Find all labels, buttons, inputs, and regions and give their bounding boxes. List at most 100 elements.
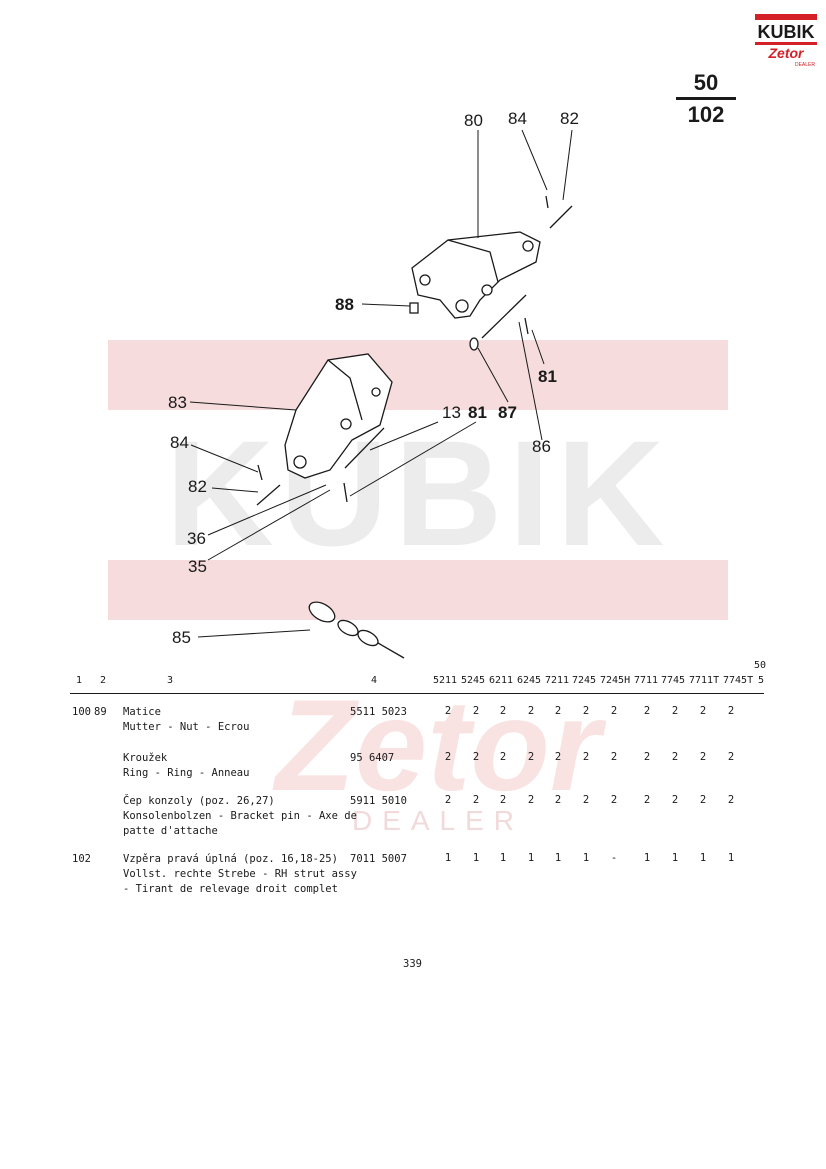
bracket-pin-86 [481, 294, 527, 339]
split-pin-81-upper [524, 317, 529, 335]
exploded-parts-diagram: 80 84 82 88 81 83 13 81 87 84 86 82 36 3… [168, 109, 579, 659]
row-4-qty: 1 [582, 852, 590, 864]
model-7211: 7211 [545, 675, 570, 686]
row-4-qty: - [610, 852, 618, 864]
row-1-qty: 2 [582, 705, 590, 717]
row-1-pos: 100 [72, 706, 91, 718]
row-4-qty: 1 [472, 852, 480, 864]
row-2-desc-2: Ring - Ring - Anneau [123, 767, 250, 779]
row-2-qty: 2 [699, 751, 707, 763]
callout-85: 85 [172, 628, 191, 647]
callout-84-lower: 84 [170, 433, 189, 452]
model-7745: 7745 [661, 675, 686, 686]
callout-36: 36 [187, 529, 206, 548]
page-reference: 50 102 [676, 70, 736, 128]
model-5245: 5245 [461, 675, 486, 686]
callout-35: 35 [188, 557, 207, 576]
header-rule [70, 693, 764, 694]
row-1-qty: 2 [643, 705, 651, 717]
kubik-zetor-logo: KUBIK Zetor DEALER [755, 14, 817, 68]
row-4-qty: 1 [643, 852, 651, 864]
svg-text:KUBIK: KUBIK [166, 409, 671, 577]
callout-84: 84 [508, 109, 527, 128]
row-4-qty: 1 [444, 852, 452, 864]
model-6211: 6211 [489, 675, 514, 686]
row-2-qty: 2 [472, 751, 480, 763]
chain-85 [308, 601, 405, 659]
callout-82-lower: 82 [188, 477, 207, 496]
row-3-qty: 2 [444, 794, 452, 806]
row-3-qty: 2 [610, 794, 618, 806]
bracket-pin-13 [344, 427, 385, 469]
col-label-1: 1 [76, 675, 83, 686]
row-3-qty: 2 [472, 794, 480, 806]
ring-87 [469, 337, 479, 351]
row-4-desc-2: Vollst. rechte Strebe - RH strut assy [123, 868, 357, 880]
row-3-desc-1: Čep konzoly (poz. 26,27) [123, 795, 275, 807]
split-pin-84-upper [545, 195, 549, 209]
callout-13: 13 [442, 403, 461, 422]
row-3-qty: 2 [527, 794, 535, 806]
row-3-part-number: 5911 5010 [350, 795, 407, 807]
model-7711T: 7711T [689, 675, 720, 686]
callout-82: 82 [560, 109, 579, 128]
col-label-4: 4 [371, 675, 378, 686]
callout-88: 88 [335, 295, 354, 314]
row-1-sub: 89 [94, 706, 107, 718]
pin-82-upper [549, 205, 573, 229]
row-1-qty: 2 [527, 705, 535, 717]
model-7745T: 7745T [723, 675, 754, 686]
row-4-qty: 1 [671, 852, 679, 864]
callout-86: 86 [532, 437, 551, 456]
row-1-qty: 2 [554, 705, 562, 717]
svg-text:DEALER: DEALER [352, 805, 524, 836]
col-label-2: 2 [100, 675, 107, 686]
lower-bracket-part [284, 353, 393, 479]
row-3-qty: 2 [643, 794, 651, 806]
split-pin-81-lower [343, 482, 348, 503]
row-2-qty: 2 [444, 751, 452, 763]
row-4-desc-1: Vzpěra pravá úplná (poz. 16,18-25) [123, 853, 338, 865]
row-2-qty: 2 [727, 751, 735, 763]
row-2-part-number: 95 6407 [350, 752, 395, 764]
upper-bracket-part [411, 231, 541, 319]
row-1-qty: 2 [610, 705, 618, 717]
row-2-desc-1: Kroužek [123, 752, 168, 764]
svg-text:Zetor: Zetor [768, 45, 806, 61]
row-2-qty: 2 [671, 751, 679, 763]
callout-80: 80 [464, 111, 483, 130]
callout-81: 81 [538, 367, 557, 386]
row-1-desc-2: Mutter - Nut - Ecrou [123, 721, 250, 733]
row-1-qty: 2 [444, 705, 452, 717]
row-2-qty: 2 [610, 751, 618, 763]
kubik-watermark: KUBIK Zetor DEALER [108, 340, 728, 836]
row-2-qty: 2 [582, 751, 590, 763]
row-1-qty: 2 [671, 705, 679, 717]
row-3-desc-2: Konsolenbolzen - Bracket pin - Axe de [123, 810, 357, 822]
model-7711: 7711 [634, 675, 659, 686]
callout-81-lower: 81 [468, 403, 487, 422]
row-3-qty: 2 [499, 794, 507, 806]
svg-text:DEALER: DEALER [795, 62, 815, 68]
row-1-qty: 2 [727, 705, 735, 717]
row-3-qty: 2 [671, 794, 679, 806]
row-3-qty: 2 [554, 794, 562, 806]
row-4-pos: 102 [72, 853, 91, 865]
row-3-desc-3: patte d'attache [123, 825, 218, 837]
row-2-qty: 2 [527, 751, 535, 763]
row-2-qty: 2 [554, 751, 562, 763]
row-4-part-number: 7011 5007 [350, 853, 407, 865]
split-pin-84-lower [257, 464, 263, 481]
model-7245H: 7245H [600, 675, 631, 686]
nut-88 [409, 302, 419, 314]
col-label-3: 3 [167, 675, 174, 686]
row-4-desc-3: - Tirant de relevage droit complet [123, 883, 338, 895]
callout-83: 83 [168, 393, 187, 412]
row-4-qty: 1 [699, 852, 707, 864]
model-6245: 6245 [517, 675, 542, 686]
row-3-qty: 2 [699, 794, 707, 806]
group-label-top: 50 [754, 660, 767, 671]
svg-text:Zetor: Zetor [272, 672, 607, 818]
fraction-line [676, 97, 736, 100]
row-1-qty: 2 [699, 705, 707, 717]
